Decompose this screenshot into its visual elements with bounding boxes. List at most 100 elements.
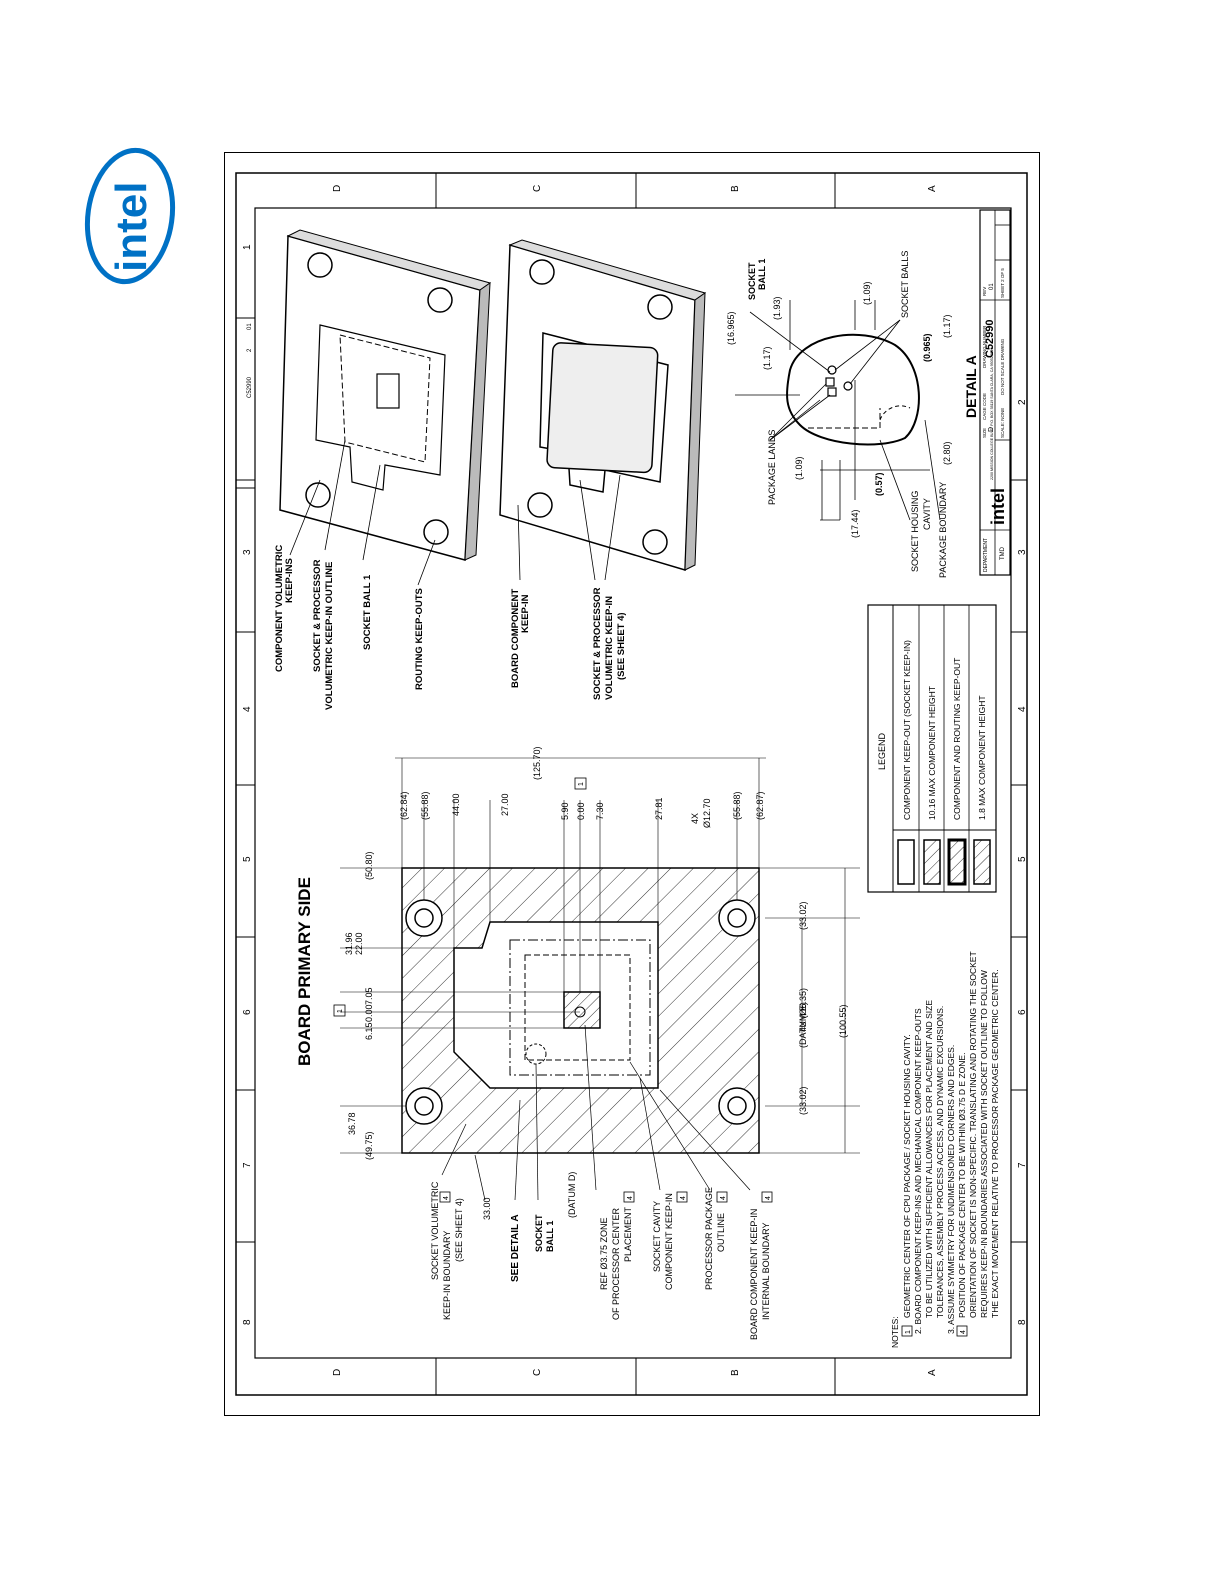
note-flag-4: 4: [960, 1330, 967, 1334]
board-primary-side-view: [340, 757, 860, 1154]
iso-label-routing-keep-outs: ROUTING KEEP-OUTS: [414, 588, 425, 690]
tb-drawing-label: DRAWING NUMBER: [982, 325, 987, 368]
dim-615: 6.15: [364, 1022, 374, 1040]
flag-4-b: 4: [627, 1196, 634, 1200]
detail-dim-109-a: (1.09): [862, 281, 872, 305]
socket-keep-in-region: [453, 921, 659, 1089]
datum-box-2: 1: [337, 1009, 344, 1013]
zone-letter-a-top: A: [927, 185, 938, 192]
zone-number-8-right: 8: [1017, 1319, 1028, 1325]
dim-2781: 27.81: [654, 797, 664, 820]
tb-size-label: SIZE: [982, 428, 987, 438]
note-line-9: THE EXACT MOVEMENT RELATIVE TO PROCESSOR…: [990, 969, 1000, 1318]
left-dimensions: (50.80) 31.96 22.00 7.05 0.00 6.15 36.78…: [333, 851, 374, 1160]
dim-hole-dia: 4X (Ø6.35): [798, 988, 808, 1032]
right-dimensions: (33.02) (33.02) 4X (Ø6.35) (DATUM E) (10…: [798, 901, 848, 1115]
dim-overall-width: (125.70): [532, 746, 542, 780]
zone-letter-b-top: B: [730, 185, 741, 192]
socket-cavity-outline: [509, 939, 651, 1076]
tb-cage-label: CAGE CODE: [982, 393, 987, 420]
zone-number-5-left: 5: [242, 856, 253, 862]
label-processor-center: OF PROCESSOR CENTER: [611, 1207, 621, 1320]
iso-label-socket-processor-2: SOCKET & PROCESSOR: [592, 587, 603, 700]
dim-3196: 31.96: [344, 932, 354, 955]
detail-dim-109-b: (1.09): [794, 456, 804, 480]
tb-rev: 01: [989, 283, 995, 290]
dim-4x: 4X: [690, 813, 700, 824]
zone-number-3-right: 3: [1017, 549, 1028, 555]
dim-4975: (49.75): [364, 1131, 374, 1160]
dim-000: 0.00: [576, 802, 586, 820]
iso-leaders-lower: [517, 474, 621, 581]
iso-label-board-component: BOARD COMPONENT: [510, 589, 521, 688]
note-line-2: 2. BOARD COMPONENT KEEP-INS AND MECHANIC…: [913, 1008, 923, 1334]
title-block: DEPARTMENT TMD intel 2200 MISSION COLLEG…: [979, 209, 1011, 576]
zone-number-4-right: 4: [1017, 706, 1028, 712]
iso-label-keep-ins: KEEP-INS: [284, 558, 295, 603]
legend-item-4: 1.8 MAX COMPONENT HEIGHT: [977, 695, 987, 820]
tb-size: D: [988, 427, 995, 432]
legend-item-1: COMPONENT KEEP-OUT (SOCKET KEEP-IN): [902, 640, 912, 820]
label-socket-volumetric: SOCKET VOLUMETRIC: [430, 1181, 440, 1280]
iso-labels-upper: COMPONENT VOLUMETRIC KEEP-INS SOCKET & P…: [274, 545, 425, 710]
note-line-3: TO BE UTILIZED WITH SUFFICIENT ALLOWANCE…: [924, 1000, 934, 1318]
dim-3678: 36.78: [347, 1112, 357, 1135]
tb-drawing-number: C52990: [984, 319, 996, 358]
notes-heading: NOTES:: [890, 1316, 900, 1348]
drawing-frame: [224, 152, 1040, 1416]
iso-view-upper: [279, 229, 492, 561]
iso-label-component-volumetric: COMPONENT VOLUMETRIC: [274, 545, 285, 672]
detail-dim-057: (0.57): [874, 472, 884, 496]
iso-labels-lower: BOARD COMPONENT KEEP-IN SOCKET & PROCESS…: [510, 587, 627, 700]
intel-logo-swoosh: [84, 147, 176, 285]
tb-do-not-scale: DO NOT SCALE DRAWING: [1000, 338, 1005, 395]
dim-3302-b: (33.02): [798, 1086, 808, 1115]
iso-label-socket-processor: SOCKET & PROCESSOR: [312, 559, 323, 672]
detail-a-title: DETAIL A: [963, 355, 979, 418]
label-outline: OUTLINE: [716, 1213, 726, 1252]
small-id-rev: 01: [247, 323, 253, 330]
dim-705: 7.05: [364, 987, 374, 1005]
detail-label-package-boundary: PACKAGE BOUNDARY: [938, 482, 948, 578]
left-callouts: SOCKET VOLUMETRIC KEEP-IN BOUNDARY (SEE …: [430, 1172, 771, 1340]
processor-package-outline: [524, 954, 631, 1061]
zone-ticks: [236, 173, 1027, 1395]
left-callout-leaders: [441, 1024, 751, 1201]
intel-logo: intel: [84, 147, 176, 285]
label-socket-cavity: SOCKET CAVITY: [652, 1201, 662, 1272]
processor-center-zone: [563, 991, 601, 1029]
zone-number-7-left: 7: [242, 1162, 253, 1168]
detail-dim-280: (2.80): [942, 441, 952, 465]
zone-letter-d-top: D: [332, 185, 343, 192]
zone-number-1-left: 1: [242, 244, 253, 250]
detail-dim-193: (1.93): [772, 296, 782, 320]
legend: LEGEND COMPONENT KEEP-OUT (SOCKET KEEP-I…: [867, 604, 997, 893]
zone-number-6-left: 6: [242, 1009, 253, 1015]
sheet-outer-border: [235, 172, 1028, 1396]
detail-label-socket-housing: SOCKET HOUSING: [910, 491, 920, 572]
iso-label-socket-ball-1: SOCKET BALL 1: [362, 574, 373, 650]
flag-4-a: 4: [443, 1196, 450, 1200]
mounting-holes: [405, 899, 756, 1125]
label-placement: PLACEMENT: [623, 1206, 633, 1262]
iso-label-keep-in: KEEP-IN: [520, 594, 531, 633]
note-line-1: GEOMETRIC CENTER OF CPU PACKAGE / SOCKET…: [902, 1034, 912, 1318]
detail-label-package-lands: PACKAGE LANDS: [767, 430, 777, 505]
zone-letter-b-bottom: B: [730, 1369, 741, 1376]
zone-numbers: 1 3 4 5 6 7 8 2 3 4 5 6 7 8: [242, 244, 1028, 1325]
detail-dim-1744: (17.44): [850, 509, 860, 538]
iso-label-volumetric-outline: VOLUMETRIC KEEP-IN OUTLINE: [324, 562, 335, 710]
label-see-detail-a: SEE DETAIL A: [510, 1214, 521, 1282]
dim-2200: 22.00: [354, 932, 364, 955]
label-socket: SOCKET: [534, 1214, 544, 1252]
zone-number-5-right: 5: [1017, 856, 1028, 862]
small-id-block: C52990 2 01: [235, 317, 256, 489]
note-line-7: ORIENTATION OF SOCKET IS NON-SPECIFIC. T…: [968, 951, 978, 1318]
zone-letter-d-bottom: D: [332, 1369, 343, 1376]
detail-dim-16965: (16.965): [726, 311, 736, 345]
label-ball-1: BALL 1: [545, 1221, 555, 1252]
flag-4-e: 4: [765, 1196, 772, 1200]
note-line-4: TOLERANCES, ASSEMBLY PROCESS ACCESS, AND…: [935, 1006, 945, 1318]
iso-leaders-upper: [289, 439, 436, 586]
